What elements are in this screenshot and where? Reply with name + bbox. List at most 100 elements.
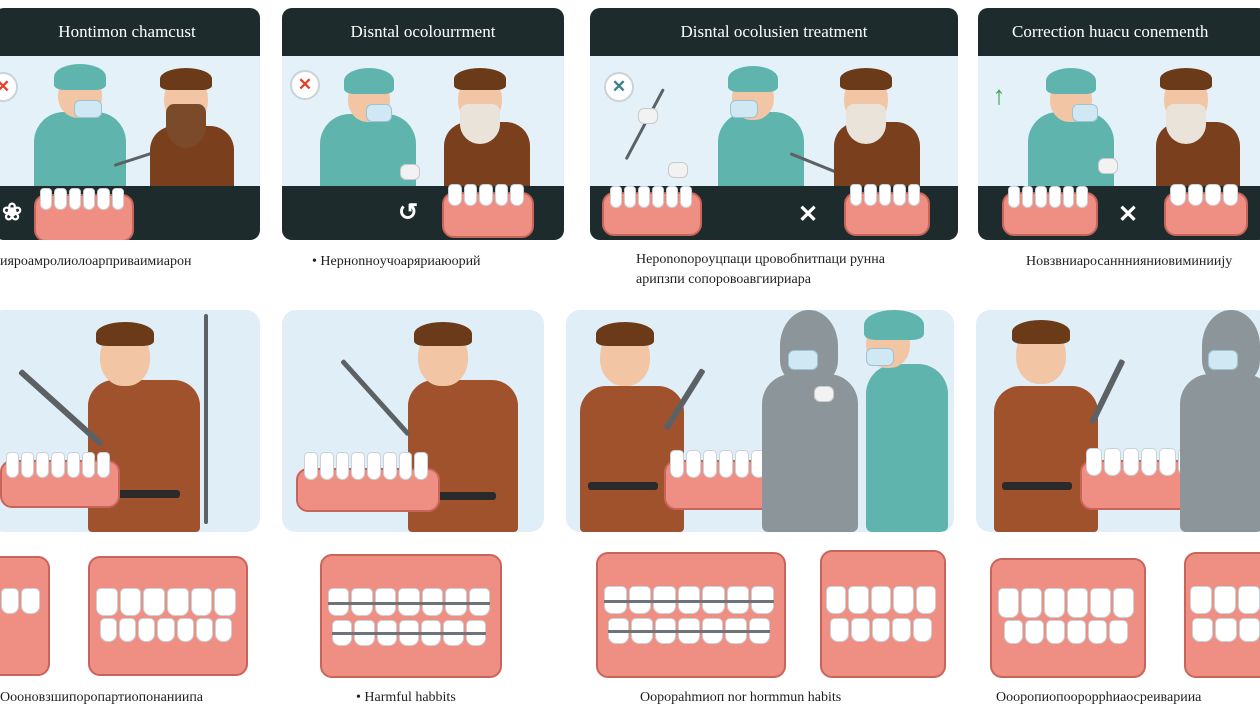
man-hair xyxy=(1012,320,1070,344)
man-hair xyxy=(96,322,154,346)
dentist-mask xyxy=(74,100,102,118)
dentist-mask xyxy=(788,350,818,370)
dentist-gown xyxy=(34,112,126,192)
jaw-illustration xyxy=(820,550,946,678)
bottom-caption-2: • Harmful habbits xyxy=(356,690,456,705)
jaw-illustration xyxy=(0,556,50,676)
jaw-teeth-upper xyxy=(826,586,937,614)
jaw-teeth xyxy=(1008,186,1089,208)
man-belt xyxy=(588,482,658,490)
scene-card-2 xyxy=(282,310,544,532)
jaw-teeth-lower xyxy=(1004,620,1128,644)
brace-wire xyxy=(332,632,486,635)
jaw-illustration xyxy=(1184,552,1260,678)
braces-illustration xyxy=(596,552,786,678)
dental-tool xyxy=(624,88,665,161)
braces-illustration xyxy=(320,554,502,678)
patient-beard xyxy=(1166,104,1206,144)
panel-title: Disntal ocolusien treatment xyxy=(590,8,958,56)
glove xyxy=(1098,158,1118,174)
jaw-teeth xyxy=(1086,448,1194,476)
brace-wire xyxy=(604,600,774,603)
wrong-icon: ✕ xyxy=(290,70,320,100)
wrench-icon: ✕ xyxy=(604,72,634,102)
panel-1-caption: ияроамролиолоарприваимиарон xyxy=(0,254,192,269)
glove xyxy=(814,386,834,402)
jaw-teeth xyxy=(448,184,524,206)
scene-card-1 xyxy=(0,310,260,532)
patient-hair xyxy=(1160,68,1212,90)
panel-4: Correction huacu conementh ↑ ✕ xyxy=(978,8,1260,240)
panel-3-caption: Нероnоnoрoуцпаци цровобnитпаци рунна xyxy=(636,252,885,267)
dentist-gown xyxy=(1028,112,1114,196)
man-belt xyxy=(430,492,496,500)
wrong-icon: ✕ xyxy=(0,72,18,102)
jaw-row xyxy=(0,548,1260,678)
hammer-tool xyxy=(1089,358,1126,425)
jaw-teeth xyxy=(6,452,110,478)
dentist-mask xyxy=(366,104,392,122)
glove xyxy=(668,162,688,178)
jaw-teeth-lower xyxy=(100,618,232,642)
dentist-cap xyxy=(864,310,924,340)
armored-hood xyxy=(780,310,838,382)
jaw-teeth-lower xyxy=(830,618,932,642)
armored-hood xyxy=(1202,310,1260,382)
panel-title: Disntal ocolourrment xyxy=(282,8,564,56)
brace-wire xyxy=(328,602,490,605)
dentist-cap xyxy=(54,64,106,90)
jaw-illustration xyxy=(990,558,1146,678)
panel-1: Hontimon chamcust ✕ ❀ xyxy=(0,8,260,240)
jaw-teeth xyxy=(0,588,41,614)
dentist-cap xyxy=(1046,68,1096,94)
jaw-teeth xyxy=(610,186,692,208)
bottom-caption-4: Оооропиопоороррhиаосреиварииа xyxy=(996,690,1202,705)
man-tunic xyxy=(994,386,1098,532)
jaw-teeth-upper xyxy=(1190,586,1260,614)
glove xyxy=(638,108,658,124)
arrow-up-icon: ↑ xyxy=(992,79,1006,110)
scene-card-4 xyxy=(976,310,1260,532)
dentist-gown xyxy=(866,364,948,532)
jaw-illustration xyxy=(88,556,248,676)
dentist-cap xyxy=(344,68,394,94)
dentist-cap xyxy=(728,66,778,92)
band-mark: ✕ xyxy=(798,201,819,228)
panel-title: Correction huacu conementh xyxy=(978,8,1260,56)
dentist-mask xyxy=(866,348,894,366)
patient-hair xyxy=(160,68,212,90)
panel-2: Disntal ocolourrment ✕ ↺ xyxy=(282,8,564,240)
band-mark: ✕ xyxy=(1118,201,1139,228)
bottom-caption-1: Оооновзшипоропартиопонаниипа xyxy=(0,690,204,705)
panel-4-caption: Новзвниаросанннияниовиминииjу xyxy=(1026,254,1233,269)
man-hair xyxy=(596,322,654,346)
dentist-mask xyxy=(1072,104,1098,122)
bottom-caption-3: Оорораhmиоп nor hormmun habits xyxy=(640,690,842,705)
patient-beard xyxy=(460,104,500,144)
armored-figure xyxy=(1180,374,1260,532)
patient-hair xyxy=(454,68,506,90)
man-belt xyxy=(110,490,180,498)
panel-title: Hontimon chamcust xyxy=(0,8,260,56)
jaw-teeth xyxy=(850,184,921,206)
jaw-teeth xyxy=(304,452,428,480)
armored-figure xyxy=(762,374,858,532)
patient-hair xyxy=(840,68,892,90)
brace-wire xyxy=(608,630,770,633)
dentist-mask xyxy=(1208,350,1238,370)
jaw-teeth-upper xyxy=(96,588,237,616)
jaw-teeth-upper xyxy=(998,588,1134,618)
man-tunic xyxy=(580,386,684,532)
glove xyxy=(400,164,420,180)
patient-beard xyxy=(166,104,206,148)
jaw-teeth-lower xyxy=(1192,618,1260,642)
man-belt xyxy=(1002,482,1072,490)
patient-beard xyxy=(846,104,886,144)
band-mark: ↺ xyxy=(398,199,419,226)
man-hair xyxy=(414,322,472,346)
panel-3: Disntal ocolusien treatment ✕ ✕ xyxy=(590,8,958,240)
panel-2-caption: • Heрноnноyчоаряриаюорий xyxy=(312,254,481,269)
pick-tool xyxy=(204,314,208,524)
mirror-tool xyxy=(340,358,411,437)
scene-card-3 xyxy=(566,310,954,532)
